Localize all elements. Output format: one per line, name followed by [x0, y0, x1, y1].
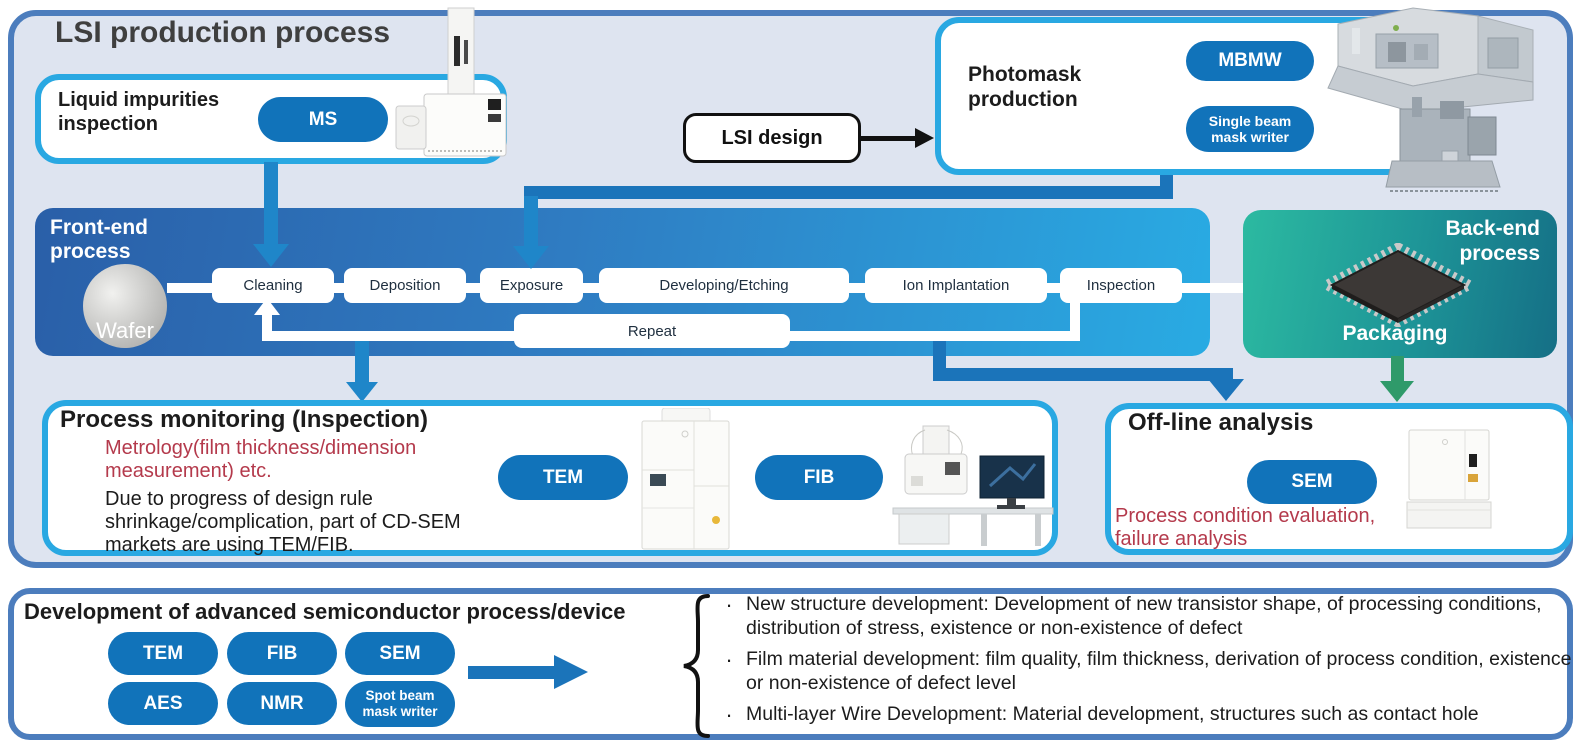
wafer-cleaning-connector	[167, 283, 215, 293]
photomask-connector-v2	[524, 196, 538, 248]
step-connector	[466, 283, 482, 293]
single-beam-machine-image	[1385, 97, 1501, 192]
dev-spot-beam-pill: Spot beam mask writer	[345, 681, 455, 727]
offline-arrowhead	[1208, 379, 1244, 401]
liquid-impurities-label: Liquid impurities inspection	[58, 89, 220, 135]
packaging-offline-line	[1391, 356, 1404, 383]
chip-image	[1318, 243, 1478, 327]
step-cleaning: Cleaning	[212, 268, 334, 303]
step-connector	[334, 283, 346, 293]
packaging-offline-arrowhead	[1380, 381, 1414, 402]
step-connector	[849, 283, 867, 293]
single-beam-pill: Single beam mask writer	[1186, 106, 1314, 152]
photomask-connector-h	[524, 186, 1173, 199]
dev-aes-pill: AES	[108, 682, 218, 725]
step-exposure: Exposure	[480, 268, 583, 303]
offline-drop-line-horizontal	[933, 368, 1233, 381]
bullet-text: New structure development: Development o…	[746, 593, 1542, 639]
inspection-repeat-connector	[1070, 303, 1080, 337]
process-monitoring-title: Process monitoring (Inspection)	[60, 406, 429, 433]
step-inspection: Inspection	[1060, 268, 1182, 303]
offline-analysis-title: Off-line analysis	[1128, 409, 1314, 436]
bullet-marker: ·	[725, 646, 733, 672]
offline-drop-line-vertical	[933, 336, 946, 378]
ms-instrument-image	[395, 7, 507, 157]
sem-pill: SEM	[1247, 460, 1377, 504]
bullet-text: Multi-layer Wire Development: Material d…	[746, 702, 1479, 725]
packaging-label: Packaging	[1342, 322, 1448, 345]
tem-instrument-image	[641, 408, 730, 550]
bullet-marker: ·	[725, 592, 733, 617]
development-title: Development of advanced semiconductor pr…	[24, 599, 626, 624]
step-connector	[1047, 283, 1062, 293]
inspection-backend-connector	[1182, 283, 1296, 293]
mbmw-pill: MBMW	[1186, 41, 1314, 81]
step-connector	[583, 283, 601, 293]
bullet-item: · New structure development: Development…	[712, 593, 1580, 641]
ms-pill: MS	[258, 97, 388, 142]
lsi-panel-title: LSI production process	[55, 16, 391, 49]
process-monitoring-red-note: Metrology(film thickness/dimension measu…	[105, 437, 417, 482]
dev-tem-pill: TEM	[108, 632, 218, 675]
bullet-item: · Multi-layer Wire Development: Material…	[712, 701, 1580, 727]
photomask-title: Photomask production	[968, 63, 1082, 112]
back-end-title: Back-end process	[1445, 217, 1540, 266]
front-end-title: Front-end process	[50, 216, 148, 264]
monitoring-arrowhead	[346, 382, 378, 402]
development-arrowhead	[554, 655, 588, 689]
bullet-text: Film material development: film quality,…	[746, 647, 1572, 694]
sem-instrument-image	[1406, 429, 1492, 529]
process-monitoring-note: Due to progress of design rule shrinkage…	[105, 488, 461, 556]
repeat-cleaning-connector	[262, 314, 272, 341]
dev-nmr-pill: NMR	[227, 682, 337, 725]
step-developing-etching: Developing/Etching	[599, 268, 849, 303]
fib-instrument-image	[892, 425, 1054, 546]
dev-sem-pill: SEM	[345, 632, 455, 675]
ms-cleaning-arrowhead	[253, 244, 289, 267]
tem-pill: TEM	[498, 455, 628, 500]
design-photomask-arrowhead	[915, 128, 934, 148]
bullet-item: · Film material development: film qualit…	[712, 646, 1580, 696]
lsi-design-box: LSI design	[683, 113, 861, 163]
step-ion-implantation: Ion Implantation	[865, 268, 1047, 303]
design-photomask-line	[861, 136, 919, 141]
dev-fib-pill: FIB	[227, 632, 337, 675]
exposure-arrowhead	[513, 246, 549, 269]
repeat-box: Repeat	[514, 314, 790, 348]
wafer-label: Wafer	[96, 318, 154, 343]
mbmw-machine-image	[1327, 7, 1534, 113]
ms-cleaning-line	[264, 162, 278, 246]
bullet-marker: ·	[725, 701, 733, 727]
development-arrow-shaft	[468, 666, 556, 679]
curly-brace	[683, 594, 710, 738]
offline-red-note: Process condition evaluation, failure an…	[1115, 505, 1376, 550]
step-deposition: Deposition	[344, 268, 466, 303]
fib-pill: FIB	[755, 455, 883, 500]
development-bullet-list: · New structure development: Development…	[712, 593, 1580, 727]
wafer-image	[83, 264, 167, 348]
monitoring-drop-line	[355, 336, 369, 384]
